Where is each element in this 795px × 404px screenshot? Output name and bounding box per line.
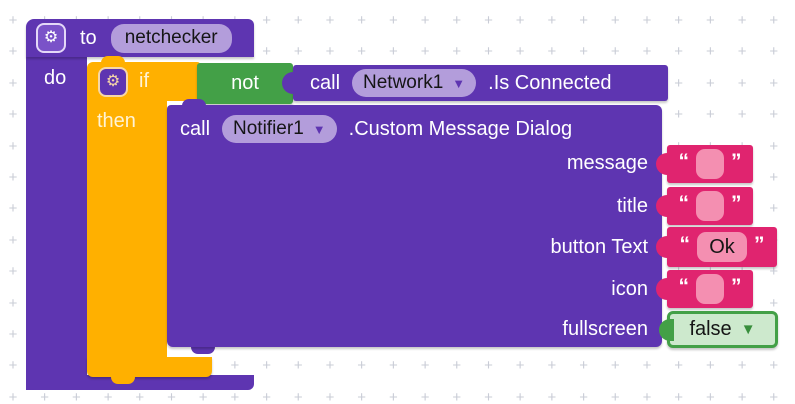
if-label: if [139,70,149,92]
param-label-message: message [566,152,648,174]
network-isconnected-block[interactable]: call Network1 ▼ .Is Connected [293,65,668,101]
notifier-block-top-notch [182,99,206,107]
open-quote: “ [678,191,690,215]
dropdown-arrow-icon: ▼ [312,121,326,137]
open-quote: “ [679,232,691,256]
procedure-block-header[interactable]: ⚙ to netchecker [26,19,254,57]
icon-text-field[interactable] [696,274,724,304]
if-block-top-notch [101,56,125,64]
notifier-block-bottom-notch [191,346,215,354]
notifier-call-label: call [180,117,211,140]
if-mutator-gear-icon[interactable]: ⚙ [98,66,128,97]
if-block-spine[interactable] [87,101,167,357]
button-text-block[interactable]: “ Ok ” [667,227,777,267]
network-component-dropdown[interactable]: Network1 ▼ [352,69,477,97]
if-block-header[interactable]: ⚙ if [87,62,201,101]
if-block-bottom[interactable] [87,357,212,377]
close-quote: ” [731,191,742,215]
notifier-component-dropdown[interactable]: Notifier1 ▼ [222,115,337,143]
not-block[interactable]: not [197,63,293,104]
procedure-to-label: to [80,26,97,49]
button-text-field[interactable]: Ok [697,232,747,262]
network-component-name: Network1 [363,72,444,93]
dropdown-arrow-icon: ▼ [452,75,466,91]
network-method-label: .Is Connected [488,71,612,94]
close-quote: ” [731,274,742,298]
message-text-field[interactable] [696,149,724,179]
close-quote: ” [754,232,765,256]
network-call-label: call [310,71,341,94]
open-quote: “ [678,274,690,298]
title-text-field[interactable] [696,191,724,221]
param-label-fullscreen: fullscreen [562,318,648,340]
procedure-block-spine[interactable] [26,57,87,390]
not-label: not [231,72,259,94]
then-label: then [97,110,136,132]
fullscreen-value: false [689,318,732,340]
if-block-bottom-notch [111,376,135,384]
message-text-block[interactable]: “ ” [667,145,753,183]
title-text-block[interactable]: “ ” [667,187,753,225]
procedure-block-bottom[interactable] [26,375,254,390]
notifier-method-label: .Custom Message Dialog [348,117,573,140]
param-label-button-text: button Text [550,236,648,258]
open-quote: “ [678,149,690,173]
fullscreen-false-block[interactable]: false ▼ [667,311,778,348]
icon-text-block[interactable]: “ ” [667,270,753,308]
procedure-mutator-gear-icon[interactable]: ⚙ [36,23,66,53]
notifier-custom-message-dialog-block[interactable]: call Notifier1 ▼ .Custom Message Dialog … [167,105,662,347]
procedure-do-label: do [44,67,67,89]
procedure-name-field[interactable]: netchecker [110,23,232,53]
dropdown-arrow-icon[interactable]: ▼ [740,321,756,338]
close-quote: ” [731,149,742,173]
notifier-component-name: Notifier1 [233,118,304,139]
param-label-title: title [616,195,648,217]
param-label-icon: icon [611,278,648,300]
